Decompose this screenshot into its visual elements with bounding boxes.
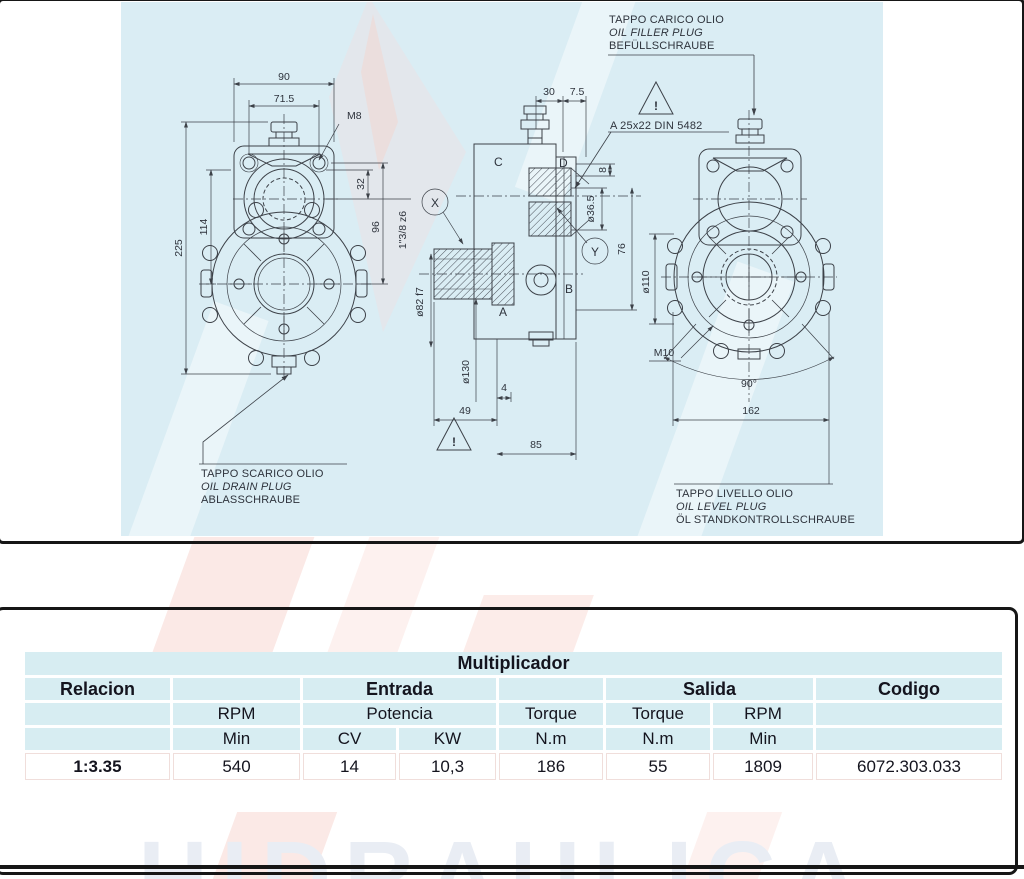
- front-view-dimensions: [181, 78, 411, 375]
- empty-cell: [816, 728, 1002, 750]
- table-data-row: 1:3.35 540 14 10,3 186 55 1809 6072.303.…: [25, 753, 1002, 780]
- label-leaders: [199, 54, 833, 485]
- hidraulica-watermark: HIDRAULICA: [138, 821, 872, 879]
- dim-7-5: 7.5: [570, 86, 585, 98]
- dim-76: 76: [616, 243, 628, 255]
- dim-162: 162: [742, 405, 760, 417]
- dim-height-225: 225: [173, 239, 185, 257]
- level-label-en: OIL LEVEL PLUG: [676, 501, 767, 513]
- filler-label-it: TAPPO CARICO OLIO: [609, 14, 724, 26]
- dim-dia-36-5: ø36.5: [585, 195, 597, 222]
- balloon-y: Y: [591, 245, 599, 259]
- value-relacion: 1:3.35: [25, 753, 170, 780]
- drain-label-de: ABLASSCHRAUBE: [201, 494, 300, 506]
- empty-cell: [25, 728, 170, 750]
- value-torque-in: 186: [499, 753, 603, 780]
- dim-30: 30: [543, 86, 555, 98]
- section-view: [419, 105, 641, 347]
- col-unit-kw: KW: [399, 728, 496, 750]
- dim-32: 32: [355, 178, 367, 190]
- col-unit-min-out: Min: [713, 728, 813, 750]
- balloon-x: X: [431, 196, 439, 210]
- section-letter-a: A: [499, 305, 507, 319]
- filler-label-de: BEFÜLLSCHRAUBE: [609, 40, 715, 52]
- value-torque-out: 55: [606, 753, 710, 780]
- dim-4: 4: [501, 382, 507, 394]
- drawing-texts: ! ! TAPPO CARICO OLIO OIL FILLER PLUG BE…: [173, 14, 855, 526]
- table-subheader-row-2: Min CV KW N.m N.m Min: [25, 728, 1002, 750]
- drain-label-en: OIL DRAIN PLUG: [201, 481, 292, 493]
- col-unit-nm-out: N.m: [606, 728, 710, 750]
- level-label-it: TAPPO LIVELLO OLIO: [676, 488, 793, 500]
- drawing-panel: [0, 0, 1024, 544]
- dim-angle-90: 90°: [741, 378, 757, 390]
- technical-drawing: ! ! TAPPO CARICO OLIO OIL FILLER PLUG BE…: [121, 2, 855, 536]
- table-group-row: Relacion Entrada Salida Codigo: [25, 678, 1002, 700]
- dim-width-71-5: 71.5: [274, 93, 295, 105]
- dim-height-114: 114: [198, 218, 210, 235]
- dim-m8: M8: [347, 110, 362, 122]
- dim-m10: M10: [654, 347, 675, 359]
- empty-cell: [816, 703, 1002, 725]
- filler-label-en: OIL FILLER PLUG: [609, 27, 703, 39]
- table-title-row: Multiplicador: [25, 652, 1002, 675]
- dim-85: 85: [530, 439, 542, 451]
- empty-cell: [25, 703, 170, 725]
- value-rpm-out: 1809: [713, 753, 813, 780]
- warning-triangle-icon: [436, 80, 674, 451]
- value-codigo: 6072.303.033: [816, 753, 1002, 780]
- drain-label-it: TAPPO SCARICO OLIO: [201, 468, 324, 480]
- spec-table: Multiplicador Relacion Entrada Salida Co…: [22, 649, 1005, 783]
- panel-bottom-border: [0, 865, 1024, 869]
- spec-panel: [0, 607, 1018, 875]
- col-header-rpm-in: RPM: [173, 703, 300, 725]
- din-spec-label: A 25x22 DIN 5482: [610, 120, 702, 132]
- value-rpm-in: 540: [173, 753, 300, 780]
- col-unit-nm-in: N.m: [499, 728, 603, 750]
- col-group-entrada: Entrada: [303, 678, 496, 700]
- col-header-potencia: Potencia: [303, 703, 496, 725]
- dim-dia-110: ø110: [640, 270, 652, 293]
- table-subheader-row-1: RPM Potencia Torque Torque RPM: [25, 703, 1002, 725]
- value-cv: 14: [303, 753, 396, 780]
- rear-view: [661, 110, 837, 402]
- dim-8: 8: [597, 167, 609, 173]
- dim-spline-spec: 1"3/8 z6: [397, 211, 409, 249]
- col-group-codigo: Codigo: [816, 678, 1002, 700]
- dim-96: 96: [370, 221, 382, 233]
- empty-cell: [499, 678, 603, 700]
- section-letter-d: D: [559, 156, 568, 170]
- dim-dia-82: ø82 f7: [414, 287, 426, 317]
- warning-mark: !: [452, 435, 456, 449]
- col-unit-min-in: Min: [173, 728, 300, 750]
- section-letter-c: C: [494, 155, 503, 169]
- col-group-relacion: Relacion: [25, 678, 170, 700]
- drawing-area: ! ! TAPPO CARICO OLIO OIL FILLER PLUG BE…: [121, 2, 883, 536]
- col-unit-cv: CV: [303, 728, 396, 750]
- warning-mark: !: [654, 99, 658, 113]
- level-label-de: ÖL STANDKONTROLLSCHRAUBE: [676, 514, 855, 526]
- dim-49: 49: [459, 405, 471, 417]
- dim-width-90: 90: [278, 71, 290, 83]
- col-header-torque-in: Torque: [499, 703, 603, 725]
- empty-cell: [173, 678, 300, 700]
- value-kw: 10,3: [399, 753, 496, 780]
- col-header-torque-out: Torque: [606, 703, 710, 725]
- dim-dia-130: ø130: [460, 360, 472, 384]
- col-header-rpm-out: RPM: [713, 703, 813, 725]
- section-view-dimensions: [421, 96, 637, 460]
- section-letter-b: B: [565, 282, 573, 296]
- col-group-salida: Salida: [606, 678, 813, 700]
- rear-view-dimensions: [649, 233, 835, 484]
- table-title: Multiplicador: [25, 652, 1002, 675]
